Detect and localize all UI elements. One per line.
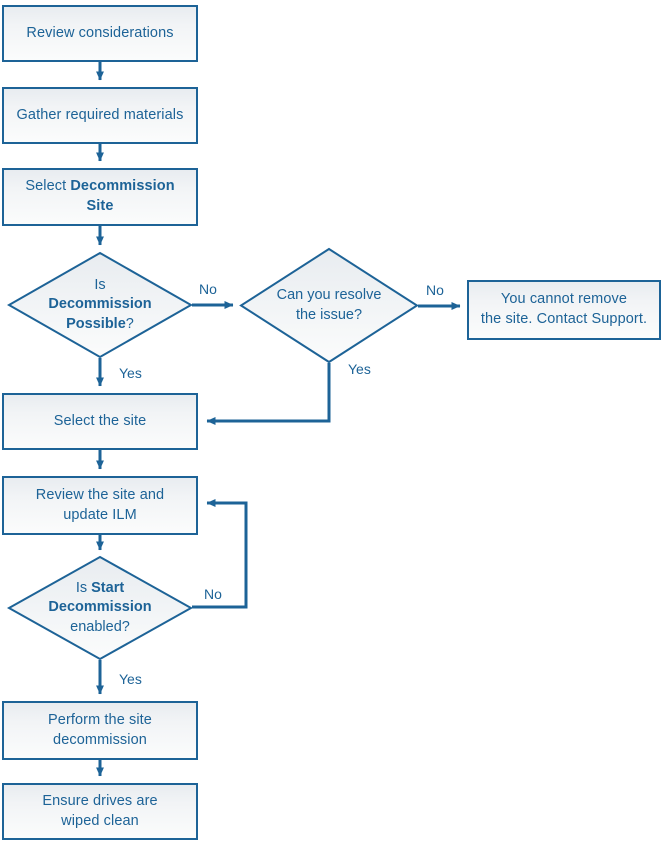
perform-line2: decommission bbox=[53, 731, 147, 748]
node-ensure-drives-wiped-clean[interactable]: Ensure drives are wiped clean bbox=[2, 783, 198, 840]
edge-label-enabled-yes: Yes bbox=[119, 671, 142, 687]
review-ilm-line2: update ILM bbox=[63, 506, 137, 523]
edge-label-possible-no: No bbox=[199, 281, 217, 297]
node-select-the-site-label: Select the site bbox=[53, 412, 147, 429]
node-review-considerations[interactable]: Review considerations bbox=[2, 5, 198, 62]
node-gather-required-materials[interactable]: Gather required materials bbox=[2, 87, 198, 144]
node-gather-required-materials-label: Gather required materials bbox=[16, 106, 184, 123]
node-perform-site-decommission-label: Perform the site decommission bbox=[40, 711, 160, 750]
node-review-considerations-label: Review considerations bbox=[26, 24, 174, 41]
review-ilm-line1: Review the site and bbox=[35, 486, 165, 503]
node-is-start-decommission-enabled[interactable]: Is Start Decommission enabled? bbox=[6, 555, 194, 661]
node-cannot-remove-site-label: You cannot remove the site. Contact Suppo… bbox=[473, 290, 655, 329]
edge-label-resolve-no: No bbox=[426, 282, 444, 298]
edge-label-possible-yes: Yes bbox=[119, 365, 142, 381]
node-perform-site-decommission[interactable]: Perform the site decommission bbox=[2, 701, 198, 760]
node-select-decommission-site-label: Select Decommission Site bbox=[4, 177, 196, 216]
ensure-line1: Ensure drives are bbox=[42, 792, 158, 809]
node-select-decommission-site[interactable]: Select Decommission Site bbox=[2, 168, 198, 226]
node-is-decommission-possible[interactable]: Is Decommission Possible? bbox=[6, 251, 194, 359]
cannot-remove-line1: You cannot remove bbox=[500, 291, 628, 308]
cannot-remove-line2: the site. Contact Support. bbox=[480, 311, 648, 327]
edge-resolve-yes-loop bbox=[206, 363, 331, 425]
node-ensure-drives-wiped-clean-label: Ensure drives are wiped clean bbox=[34, 792, 165, 831]
ensure-line2: wiped clean bbox=[61, 812, 139, 829]
decision-shape-decommission-possible bbox=[6, 251, 194, 359]
decision-shape-start-decommission-enabled bbox=[6, 555, 194, 661]
select-bold-text: Decommission Site bbox=[70, 178, 175, 214]
decision-shape-can-you-resolve bbox=[239, 247, 419, 364]
edge-label-resolve-yes: Yes bbox=[348, 361, 371, 377]
node-review-site-update-ilm-label: Review the site and update ILM bbox=[28, 486, 172, 525]
node-select-the-site[interactable]: Select the site bbox=[2, 393, 198, 450]
edge-label-enabled-no: No bbox=[204, 586, 222, 602]
node-cannot-remove-site[interactable]: You cannot remove the site. Contact Suppo… bbox=[467, 280, 661, 340]
select-prefix-text: Select bbox=[25, 178, 71, 195]
node-can-you-resolve-issue[interactable]: Can you resolve the issue? bbox=[239, 247, 419, 364]
perform-line1: Perform the site bbox=[48, 711, 152, 728]
node-review-site-update-ilm[interactable]: Review the site and update ILM bbox=[2, 476, 198, 535]
